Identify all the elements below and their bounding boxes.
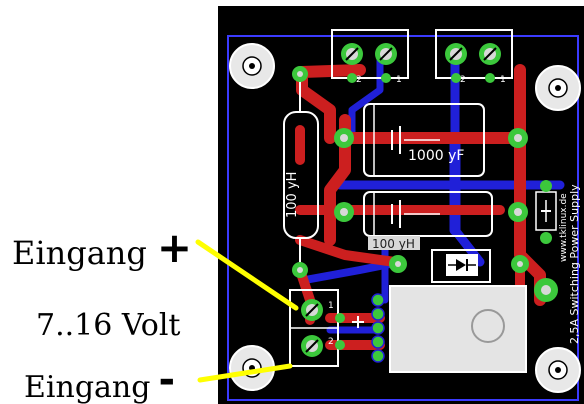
input-minus-annotation: Eingang-	[24, 360, 175, 404]
pin-labels: 2 1 2 1 1 2	[328, 75, 506, 347]
callout-line-plus	[195, 239, 299, 311]
capacitor-top: 1000 yF	[334, 103, 528, 177]
board-outline	[227, 35, 579, 401]
terminal-block-top-left	[331, 29, 409, 83]
terminal-block-input	[289, 289, 345, 367]
inductor-lower-label: 100 yH	[372, 237, 415, 251]
regulator-ic	[371, 285, 527, 373]
input-plus-label: Eingang	[12, 234, 147, 272]
inductor-vertical-label: 100 yH	[285, 172, 300, 218]
capacitor-small-side	[535, 180, 557, 244]
capacitor-top-label: 1000 yF	[408, 148, 464, 164]
input-minus-symbol: -	[158, 357, 176, 403]
mounting-hole-top-left	[229, 43, 275, 89]
pin-label-top-right-1: 1	[500, 75, 506, 85]
small-transistor	[534, 278, 558, 302]
diode	[389, 249, 529, 283]
inductor-vertical: 100 yH	[283, 66, 319, 278]
mounting-hole-bottom-right	[535, 347, 581, 393]
input-plus-symbol: +	[156, 223, 193, 272]
board-title-text: 2,5A Switching Power Supply	[568, 184, 581, 344]
pin-label-top-right-2: 2	[460, 75, 466, 85]
plus-marking	[352, 316, 364, 328]
pin-label-top-left-1: 1	[396, 75, 402, 85]
pin-label-input-1: 1	[328, 301, 334, 311]
pin-label-top-left-2: 2	[356, 75, 362, 85]
input-minus-label: Eingang	[24, 370, 151, 404]
mounting-hole-top-right	[535, 65, 581, 111]
board-website-text: www.tklinux.de	[559, 193, 569, 262]
input-plus-annotation: Eingang+	[12, 227, 192, 273]
capacitor-lower	[334, 191, 528, 237]
terminal-block-top-right	[435, 29, 513, 83]
callout-lines	[195, 239, 299, 383]
pin-label-input-2: 2	[328, 337, 334, 347]
voltage-annotation: 7..16 Volt	[36, 308, 181, 343]
inductor-lower: 100 yH	[368, 236, 420, 251]
callout-line-minus	[197, 363, 293, 383]
